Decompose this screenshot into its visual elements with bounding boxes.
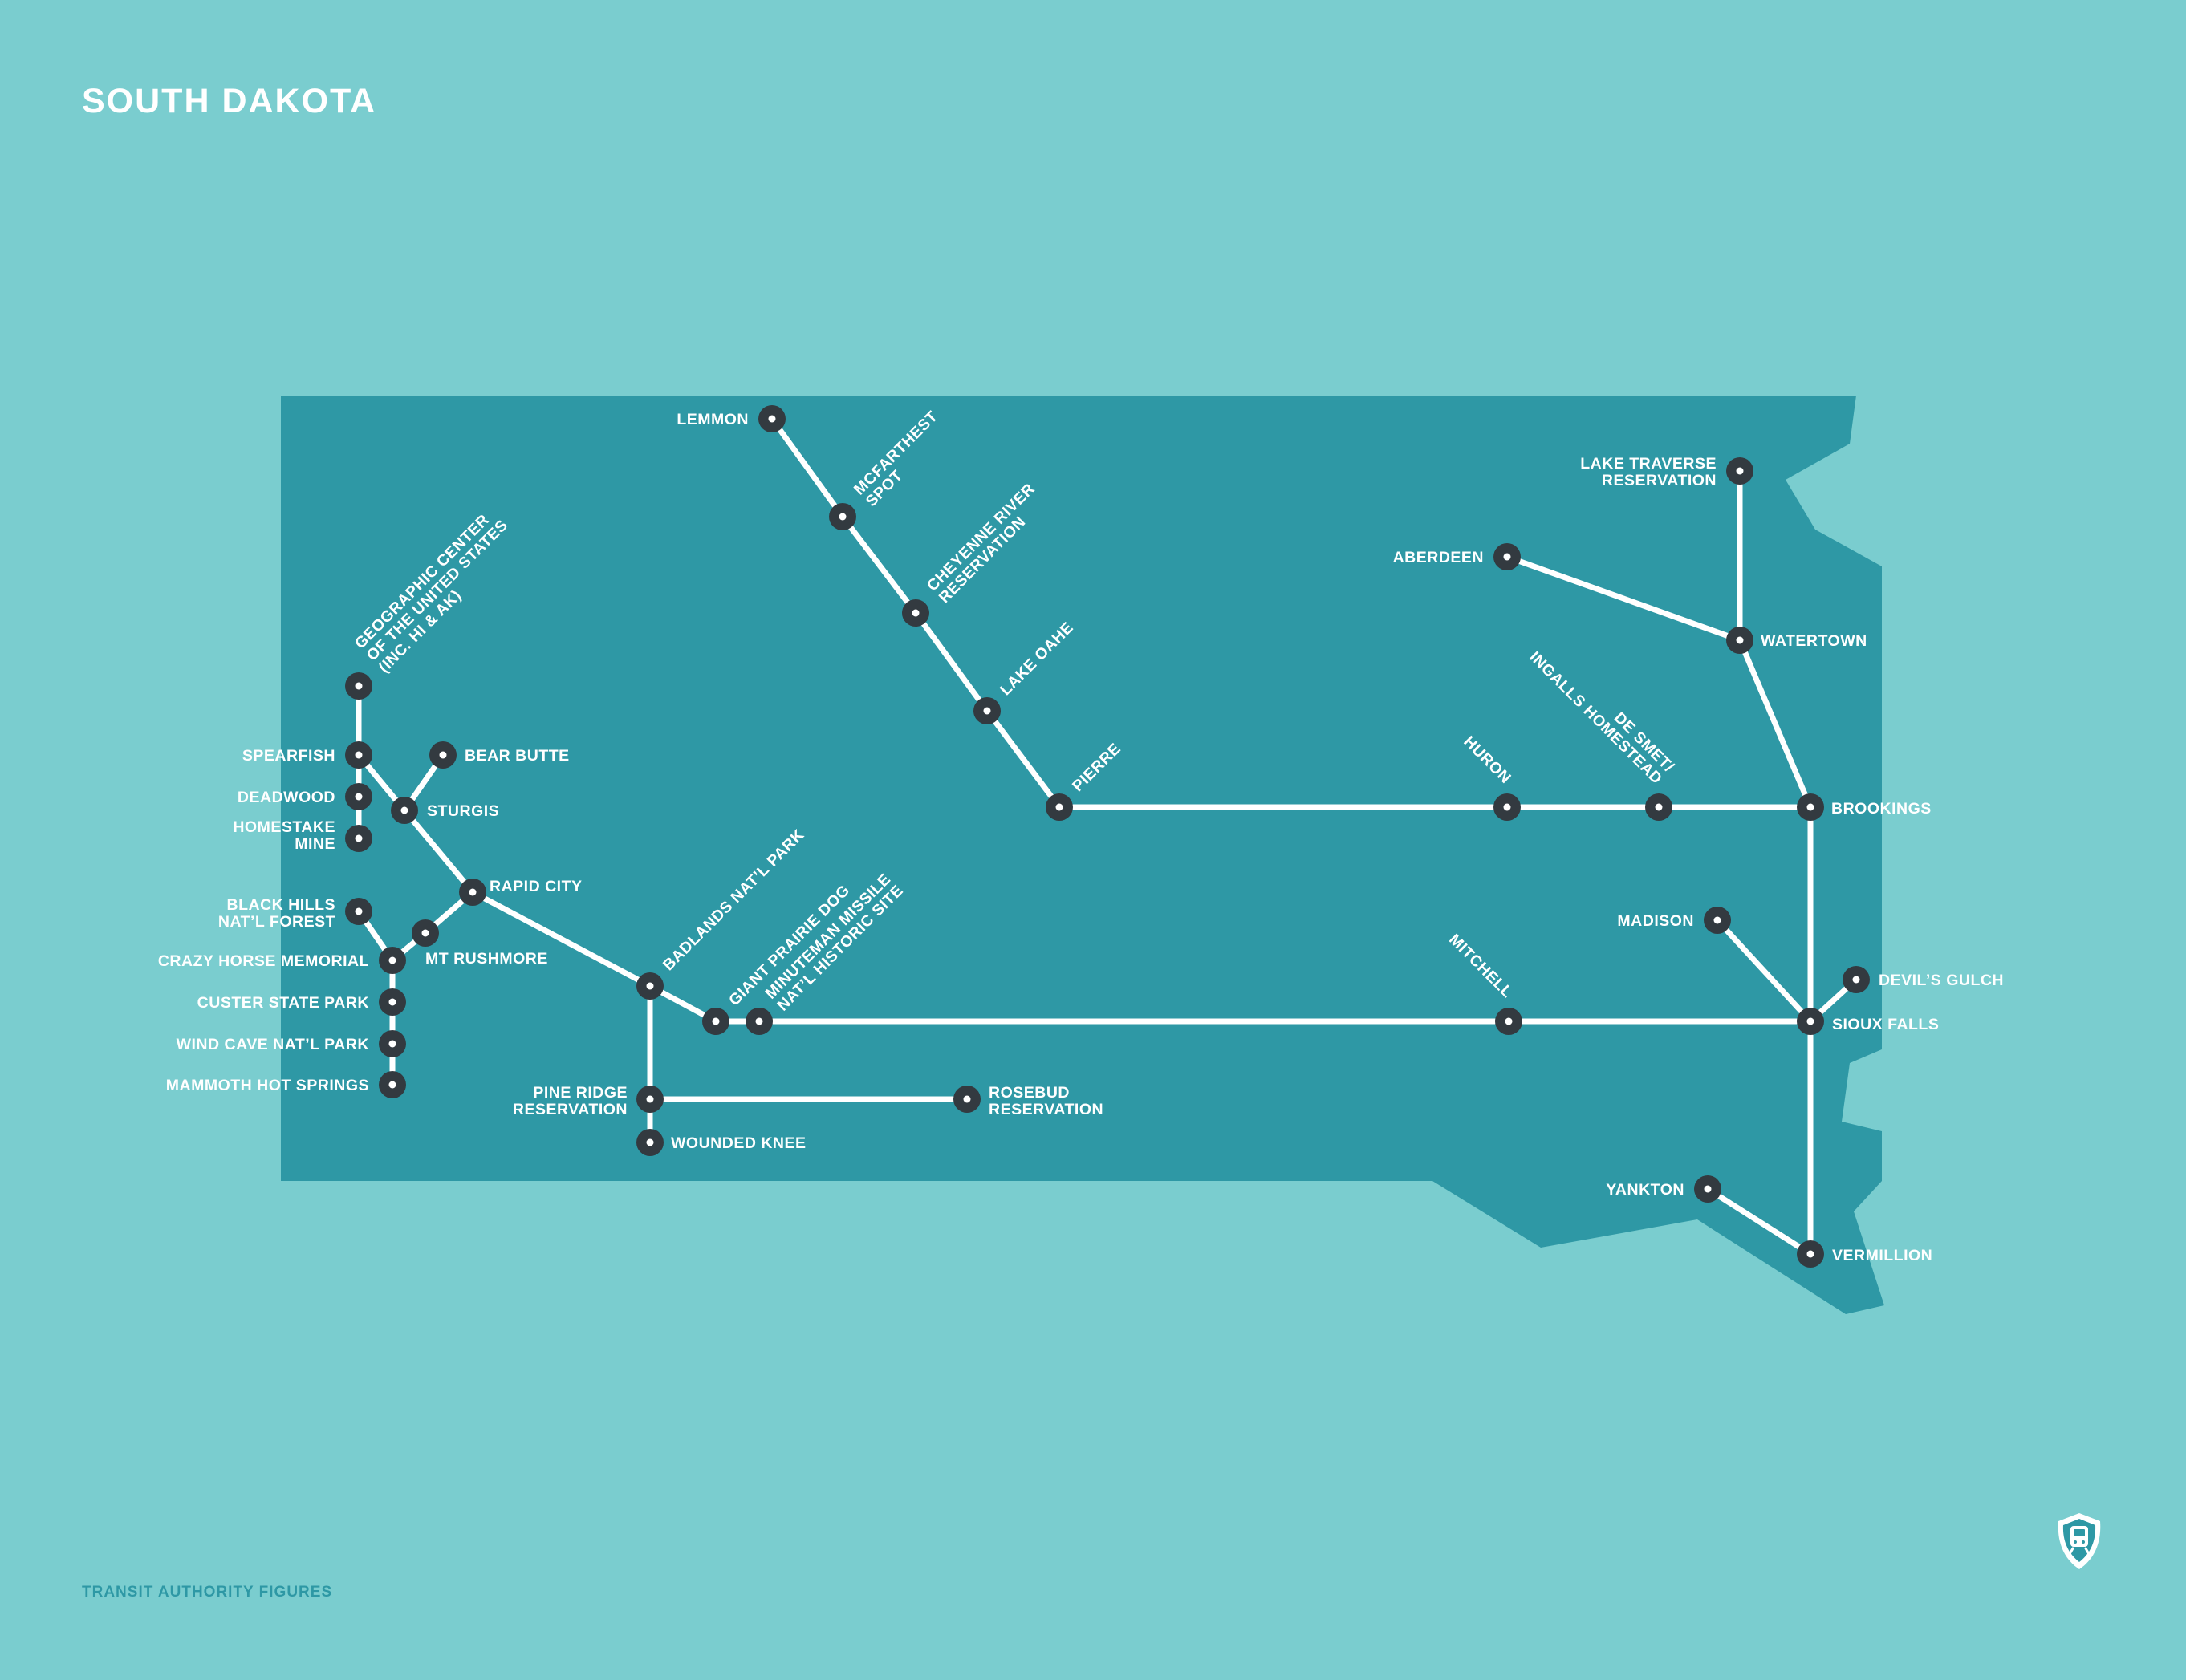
route-watertown-line — [1504, 554, 1743, 643]
footer-credit: TRANSIT AUTHORITY FIGURES — [82, 1584, 332, 1601]
station-yankton[interactable]: YANKTON — [1606, 1175, 1721, 1203]
station-crazy-horse[interactable]: CRAZY HORSE MEMORIAL — [158, 947, 406, 974]
station-rapid-city[interactable]: RAPID CITY — [459, 878, 583, 906]
station-label: WOUNDED KNEE — [671, 1134, 807, 1152]
station-label: MT RUSHMORE — [425, 950, 548, 968]
station-label: WIND CAVE NAT’L PARK — [177, 1036, 369, 1053]
route-rushmore-line — [389, 889, 476, 1088]
station-spearfish[interactable]: SPEARFISH — [242, 741, 372, 769]
station-label: BEAR BUTTE — [465, 747, 570, 765]
station-watertown[interactable]: WATERTOWN — [1726, 627, 1867, 654]
station-devils-gulch[interactable]: DEVIL’S GULCH — [1843, 966, 2004, 993]
station-lemmon[interactable]: LEMMON — [677, 405, 786, 432]
station-vermillion[interactable]: VERMILLION — [1797, 1240, 1932, 1268]
station-label: RAPID CITY — [490, 878, 583, 895]
route-yankton-line — [1705, 1186, 1814, 1257]
station-label: CRAZY HORSE MEMORIAL — [158, 952, 369, 970]
station-brookings[interactable]: BROOKINGS — [1797, 793, 1932, 821]
station-label: DEVIL’S GULCH — [1879, 972, 2004, 989]
station-bear-butte[interactable]: BEAR BUTTE — [429, 741, 570, 769]
station-aberdeen[interactable]: ABERDEEN — [1393, 543, 1521, 570]
station-sturgis[interactable]: STURGIS — [391, 797, 499, 824]
station-wounded-knee[interactable]: WOUNDED KNEE — [636, 1129, 807, 1156]
station-mammoth[interactable]: MAMMOTH HOT SPRINGS — [166, 1071, 406, 1098]
station-mt-rushmore[interactable]: MT RUSHMORE — [412, 919, 548, 968]
station-label: ABERDEEN — [1393, 549, 1484, 566]
station-label: LEMMON — [677, 411, 749, 428]
station-label: YANKTON — [1606, 1181, 1684, 1199]
station-sioux-falls[interactable]: SIOUX FALLS — [1797, 1008, 1939, 1035]
station-label: SIOUX FALLS — [1832, 1016, 1939, 1033]
transit-shield-icon — [2058, 1513, 2101, 1569]
station-custer[interactable]: CUSTER STATE PARK — [197, 988, 406, 1016]
station-label: SPEARFISH — [242, 747, 335, 765]
station-label: MAMMOTH HOT SPRINGS — [166, 1077, 369, 1094]
station-wind-cave[interactable]: WIND CAVE NAT’L PARK — [177, 1030, 406, 1057]
station-label: WATERTOWN — [1761, 632, 1867, 650]
state-shape — [281, 396, 1884, 1314]
station-label: VERMILLION — [1832, 1247, 1932, 1264]
station-label: DEADWOOD — [238, 789, 335, 806]
station-deadwood[interactable]: DEADWOOD — [238, 783, 372, 810]
station-label: MADISON — [1617, 912, 1694, 930]
station-label: CUSTER STATE PARK — [197, 994, 369, 1012]
route-madison-line — [1714, 917, 1814, 1025]
map-title: SOUTH DAKOTA — [82, 82, 376, 120]
station-madison[interactable]: MADISON — [1617, 907, 1731, 934]
station-label: BROOKINGS — [1831, 800, 1932, 818]
station-label: STURGIS — [427, 802, 499, 820]
